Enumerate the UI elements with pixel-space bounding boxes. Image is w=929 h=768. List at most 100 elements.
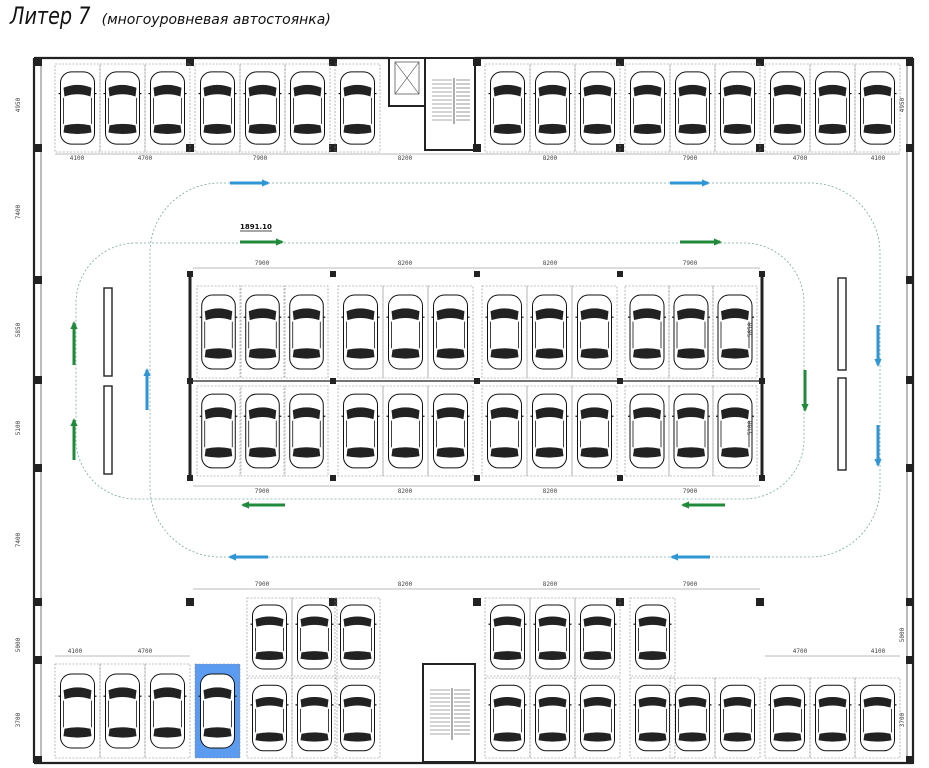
car-icon [533, 71, 572, 145]
column [906, 598, 914, 606]
parking-space[interactable] [668, 385, 714, 477]
dim-center-right-label: 5100 [747, 420, 754, 435]
car-icon [103, 673, 142, 749]
column [34, 144, 42, 152]
parking-space[interactable] [854, 63, 901, 153]
parking-space[interactable] [712, 385, 758, 477]
car-icon [533, 684, 572, 752]
parking-space[interactable] [144, 663, 191, 759]
column [329, 58, 337, 66]
inner-route [75, 242, 805, 500]
dim-left-vertical-label: 7400 [15, 204, 22, 219]
parking-space[interactable] [574, 63, 621, 153]
parking-space[interactable] [144, 63, 191, 153]
parking-space[interactable] [624, 385, 670, 477]
car-icon [488, 71, 527, 145]
flow-arrow-up [70, 418, 78, 460]
car-icon [148, 71, 187, 145]
column [906, 376, 914, 384]
dim-center-right-label: 5850 [747, 322, 754, 337]
parking-space[interactable] [712, 285, 758, 379]
parking-spaces [54, 63, 901, 759]
parking-space[interactable] [714, 63, 761, 153]
flow-arrow-left [228, 553, 268, 561]
ramp-island [103, 385, 113, 475]
dim-center-top-label: 8200 [398, 260, 413, 267]
dim-top-label: 4100 [871, 155, 886, 162]
column [186, 598, 194, 606]
car-icon [485, 393, 524, 469]
parking-space[interactable] [196, 385, 241, 477]
parking-space[interactable] [334, 597, 381, 677]
column [759, 271, 765, 277]
parking-space[interactable] [382, 385, 429, 477]
parking-space[interactable] [337, 385, 384, 477]
parking-space[interactable] [481, 385, 528, 477]
column [34, 756, 42, 764]
dim-lower-top-label: 8200 [543, 581, 558, 588]
parking-space[interactable] [854, 677, 901, 759]
parking-space[interactable] [714, 677, 761, 759]
parking-space[interactable] [574, 597, 621, 677]
column [756, 58, 764, 66]
dim-lower-top-label: 7900 [683, 581, 698, 588]
dim-center-top-label: 8200 [543, 260, 558, 267]
car-icon [431, 294, 470, 370]
parking-space[interactable] [571, 285, 618, 379]
parking-space[interactable] [196, 285, 241, 379]
column [329, 144, 337, 152]
car-icon [198, 71, 237, 145]
column [756, 144, 764, 152]
car-icon [386, 393, 425, 469]
dim-right-vertical-label: 5000 [899, 627, 906, 642]
parking-space[interactable] [427, 385, 474, 477]
parking-space[interactable] [240, 385, 285, 477]
column [186, 58, 194, 66]
parking-space[interactable] [284, 285, 329, 379]
dim-left-vertical-label: 5850 [15, 322, 22, 337]
parking-space[interactable] [574, 677, 621, 759]
dim-left-vertical-label: 3700 [15, 712, 22, 727]
car-icon [533, 604, 572, 670]
car-icon [58, 71, 97, 145]
car-icon [575, 294, 614, 370]
column [756, 598, 764, 606]
parking-space[interactable] [571, 385, 618, 477]
parking-space[interactable] [334, 677, 381, 759]
parking-space[interactable] [284, 385, 329, 477]
car-icon [103, 71, 142, 145]
dim-lower-top-label: 7900 [255, 581, 270, 588]
car-icon [488, 684, 527, 752]
parking-space[interactable] [624, 285, 670, 379]
dim-lower-top-label: 8200 [398, 581, 413, 588]
parking-space[interactable] [291, 597, 338, 677]
parking-space[interactable] [668, 285, 714, 379]
flow-arrow-right [670, 179, 710, 187]
column [34, 656, 42, 664]
car-icon [250, 684, 289, 752]
parking-space[interactable] [284, 63, 331, 153]
plan-title-subtitle: (многоуровневая автостоянка) [101, 12, 331, 28]
dim-center-bottom-label: 7900 [255, 488, 270, 495]
column [906, 144, 914, 152]
car-icon [578, 684, 617, 752]
flow-arrow-down [874, 425, 882, 467]
column [473, 58, 481, 66]
parking-space[interactable] [240, 285, 285, 379]
parking-space[interactable] [526, 385, 573, 477]
traffic-routes [75, 182, 881, 558]
parking-space[interactable] [629, 597, 676, 677]
plan-title-main: Литер 7 [10, 2, 91, 30]
column [330, 475, 336, 481]
car-icon [431, 393, 470, 469]
car-icon [58, 673, 97, 749]
dim-bottom-left-label: 4700 [138, 648, 153, 655]
flow-arrow-right [240, 238, 284, 246]
parking-space[interactable] [427, 285, 474, 379]
parking-space[interactable] [334, 63, 381, 153]
car-icon [628, 294, 666, 370]
column [906, 276, 914, 284]
parking-space[interactable] [291, 677, 338, 759]
